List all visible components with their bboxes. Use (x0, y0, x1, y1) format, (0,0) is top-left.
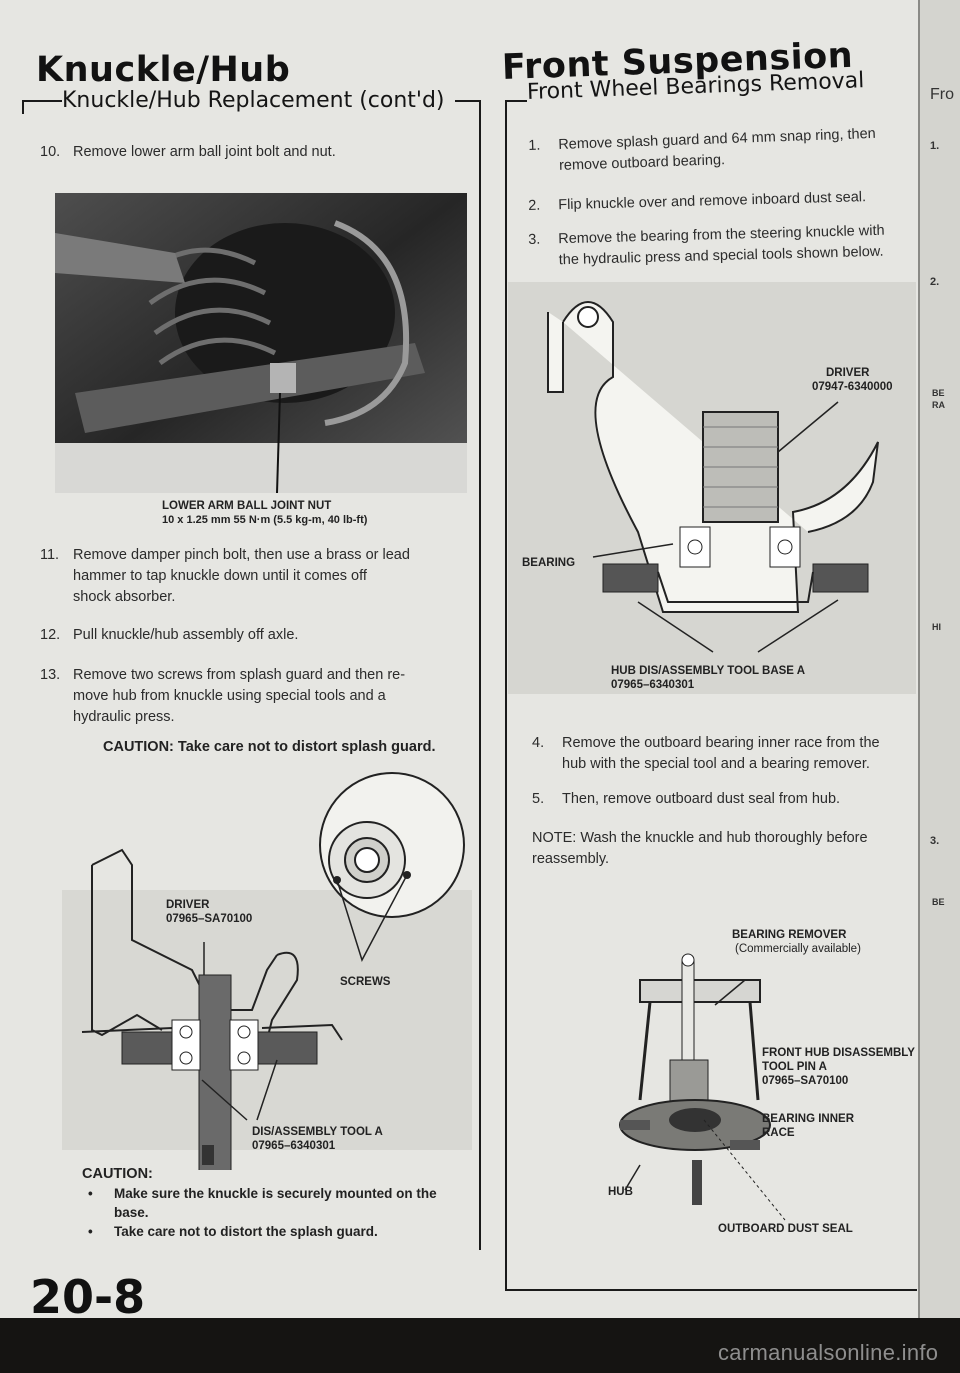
hub-tool-pin-label-2: TOOL PIN A (762, 1061, 827, 1073)
hub-label: HUB (608, 1186, 633, 1198)
driver-part-number: 07965–SA70100 (166, 913, 253, 925)
driver-label: DRIVER (166, 899, 210, 911)
left-section-rule-left-down (22, 100, 24, 114)
right-section-rule-left-down (505, 100, 507, 1290)
bearing-remover-sub: (Commercially available) (735, 943, 861, 955)
page-number: 20-8 (30, 1270, 146, 1324)
base-a-part-number: 07965–6340301 (611, 679, 695, 691)
margin-fragment: 3. (930, 835, 940, 847)
right-section-rule-bottom (505, 1289, 917, 1291)
driver-label-2: DRIVER (826, 367, 870, 379)
margin-fragment: BE (932, 897, 945, 907)
caution-heading: CAUTION: (82, 1166, 153, 1182)
caution-bullet-1: • Make sure the knuckle is securely moun… (88, 1186, 437, 1220)
bearing-label: BEARING (522, 557, 576, 569)
bearing-inner-race-label-2: RACE (762, 1127, 795, 1139)
watermark: carmanualsonline.info (718, 1340, 939, 1365)
outboard-dust-seal-label: OUTBOARD DUST SEAL (718, 1223, 853, 1235)
hub-tool-pin-part-number: 07965–SA70100 (762, 1075, 849, 1087)
screws-label: SCREWS (340, 976, 391, 988)
hub-tool-pin-label-1: FRONT HUB DISASSEMBLY (762, 1047, 915, 1059)
margin-fragment: RA (932, 400, 945, 410)
tool-a-label: DIS/ASSEMBLY TOOL A (252, 1126, 383, 1138)
caution-splash-guard: CAUTION: Take care not to distort splash… (103, 739, 436, 755)
knuckle-press-diagram (62, 772, 472, 1170)
left-section-rule-right (455, 100, 481, 102)
margin-fragment: 2. (930, 276, 940, 288)
caution-bullet-2: • Take care not to distort the splash gu… (88, 1224, 378, 1239)
bearing-remover-label: BEARING REMOVER (732, 929, 847, 941)
bearing-inner-race-label-1: BEARING INNER (762, 1113, 855, 1125)
left-section-rule-right-down (479, 100, 481, 1250)
ball-joint-photo (55, 193, 467, 493)
base-a-label: HUB DIS/ASSEMBLY TOOL BASE A (611, 665, 806, 677)
ball-joint-nut-label: LOWER ARM BALL JOINT NUT (162, 500, 332, 512)
right-section-rule-left (505, 100, 527, 102)
driver-part-number-2: 07947-6340000 (812, 381, 893, 393)
left-section-title: Knuckle/Hub Replacement (cont'd) (62, 88, 445, 113)
bearing-press-diagram (508, 282, 916, 694)
margin-fragment: HI (932, 622, 941, 632)
margin-fragment: BE (932, 388, 945, 398)
left-page-title: Knuckle/Hub (36, 50, 291, 90)
next-page-edge (918, 0, 960, 1373)
margin-fragment: 1. (930, 140, 940, 152)
margin-fragment: Fro (930, 86, 954, 103)
left-section-rule-left (22, 100, 62, 102)
ball-joint-nut-spec: 10 x 1.25 mm 55 N·m (5.5 kg-m, 40 lb-ft) (162, 514, 368, 526)
tool-a-part-number: 07965–6340301 (252, 1140, 336, 1152)
bearing-remover-diagram (619, 953, 786, 1221)
right-note: NOTE: Wash the knuckle and hub thoroughl… (532, 830, 868, 867)
photo-bottom-edge (0, 1318, 960, 1373)
